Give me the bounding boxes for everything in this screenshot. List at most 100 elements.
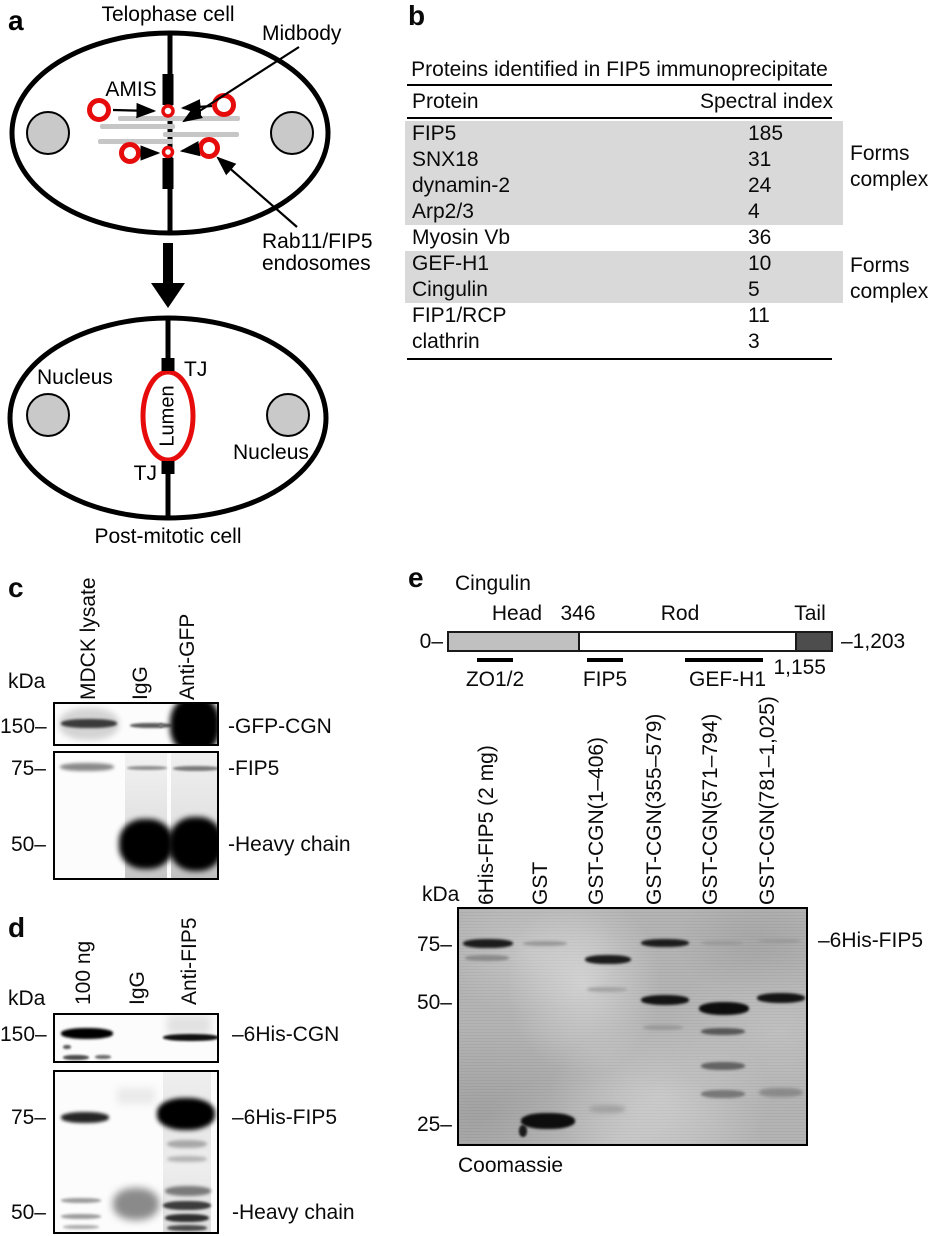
gel-band-l5-35 — [701, 1062, 745, 1070]
head-domain-segment — [449, 633, 580, 650]
band-label-fip5: -FIP5 — [228, 757, 280, 780]
lane-label-mdck-lysate: MDCK lysate — [77, 577, 100, 700]
marker-75: 75– — [10, 757, 46, 780]
postmitotic-nucleus-left — [26, 393, 70, 437]
table-row: SNX18 31 — [405, 147, 843, 173]
lane-label-igg: IgG — [129, 666, 152, 700]
coomassie-caption: Coomassie — [458, 1154, 564, 1177]
amis-ring-top — [161, 104, 175, 118]
gel-band-l2-75-faint — [523, 941, 567, 946]
table-row: Arp2/3 4 — [405, 199, 843, 225]
kda-label: kDa — [8, 670, 46, 693]
spectral-index-value: 4 — [748, 200, 760, 223]
band-label-6his-fip5: –6His-FIP5 — [232, 1106, 338, 1129]
residue-1155-label: 1,155 — [773, 656, 826, 679]
postmitotic-nucleus-right — [266, 393, 310, 437]
band-igg-heavy-chain — [113, 1188, 159, 1220]
band-antifip5-heavy — [165, 1186, 211, 1196]
band-antifip5-heavy — [167, 1225, 207, 1231]
table-row: Myosin Vb 36 — [405, 225, 843, 251]
lane-label-igg: IgG — [126, 971, 149, 1005]
gel-band-l5-48 — [699, 1002, 749, 1015]
zo12-site-label: ZO1/2 — [465, 668, 525, 691]
marker-50: 50– — [10, 1201, 46, 1224]
endosome-ring — [119, 142, 141, 164]
spectral-index-value: 185 — [748, 122, 784, 145]
tail-domain-segment — [795, 633, 831, 650]
midbody-dark-zone-bottom — [162, 158, 174, 189]
marker-75: 75– — [416, 933, 452, 956]
band-antigfp-150 — [170, 704, 217, 744]
column-header-spectral-index: Spectral index — [700, 90, 834, 113]
gel-lane-label-gst: GST — [529, 861, 552, 905]
lane-label-100ng: 100 ng — [72, 940, 95, 1005]
protein-name: dynamin-2 — [412, 174, 511, 197]
gel-band-l2-25 — [521, 1113, 575, 1129]
gel-band-l1-75 — [463, 939, 513, 948]
blot-gfp-cgn — [53, 702, 219, 746]
marker-150: 150– — [0, 1023, 47, 1046]
midbody-label: Midbody — [262, 22, 342, 45]
band-speck — [63, 1045, 71, 1049]
nucleus-label-left: Nucleus — [37, 366, 113, 389]
postmitotic-title: Post-mitotic cell — [94, 525, 241, 548]
blot-6his-fip5 — [53, 1070, 219, 1234]
band-mdck-75 — [60, 763, 114, 771]
spectral-index-value: 5 — [748, 278, 760, 301]
gel-lane-label-gst-cgn-355-579: GST-CGN(355–579) — [643, 713, 666, 905]
table-rule — [407, 358, 832, 360]
lumen-ring — [140, 369, 196, 463]
gel-band-l5-42 — [701, 1028, 745, 1035]
protein-name: Cingulin — [412, 278, 488, 301]
band-igg-75 — [127, 766, 167, 770]
gel-band-label-6his-fip5: –6His-FIP5 — [818, 929, 924, 952]
panel-d-letter: d — [8, 912, 26, 943]
panel-b-letter: b — [408, 0, 426, 31]
protein-name: GEF-H1 — [412, 252, 490, 275]
column-header-protein: Protein — [412, 90, 479, 113]
band-igg-150 — [130, 723, 172, 728]
rod-domain-segment — [580, 633, 795, 650]
table-title: Proteins identified in FIP5 immunoprecip… — [411, 58, 828, 81]
gel-band-l4-51 — [641, 995, 689, 1005]
transition-arrow-head — [151, 283, 185, 308]
protein-name: Arp2/3 — [412, 200, 474, 223]
protein-name: FIP1/RCP — [412, 304, 507, 327]
gel-band-l5-75-faint — [701, 941, 743, 945]
gel-band-l6-52 — [757, 993, 805, 1003]
band-antifip5-sub — [167, 1156, 207, 1162]
gel-lane-label-gst-cgn-781-1025: GST-CGN(781–1,025) — [756, 696, 779, 905]
endosomes-label-line1: Rab11/FIP5 — [262, 230, 373, 253]
endosome-ring — [87, 98, 111, 122]
kda-label: kDa — [422, 883, 460, 906]
fip5-site-label: FIP5 — [582, 668, 628, 691]
marker-50: 50– — [10, 833, 46, 856]
lumen-label: Lumen — [156, 385, 178, 446]
band-antigfp-75 — [173, 766, 217, 771]
spectral-index-value: 24 — [748, 174, 772, 197]
gel-band-l3-70 — [585, 955, 631, 964]
band-speck — [95, 1055, 111, 1059]
annotation-line: complex — [850, 280, 929, 303]
forms-complex-annotation-2: Forms complex — [850, 253, 928, 305]
table-rule — [407, 84, 832, 86]
panel-d: d 100 ng IgG Anti-FIP5 kDa 150– 75– 50– — [0, 890, 400, 1236]
table-row: clathrin 3 — [405, 329, 843, 355]
telophase-nucleus-right — [270, 111, 314, 155]
band-antifip5-heavy — [165, 1214, 209, 1222]
endosomes-label-line2: endosomes — [262, 252, 371, 275]
marker-75: 75– — [10, 1106, 46, 1129]
lane-smear — [167, 1015, 211, 1035]
band-antifip5-150 — [163, 1034, 217, 1041]
band-speck — [159, 723, 163, 728]
microtubule-bundle — [163, 132, 239, 137]
lane-label-anti-gfp: Anti-GFP — [176, 613, 199, 700]
gel-band-l1-faint — [465, 955, 509, 961]
igg-faint-smear — [117, 1088, 155, 1104]
panel-b: b Proteins identified in FIP5 immunoprec… — [400, 0, 946, 560]
telophase-nucleus-left — [26, 111, 70, 155]
spectral-index-value: 11 — [748, 304, 770, 327]
gel-lane-label-gst-cgn-1-406: GST-CGN(1–406) — [585, 736, 608, 905]
band-100ng-50-faint — [61, 1198, 101, 1203]
